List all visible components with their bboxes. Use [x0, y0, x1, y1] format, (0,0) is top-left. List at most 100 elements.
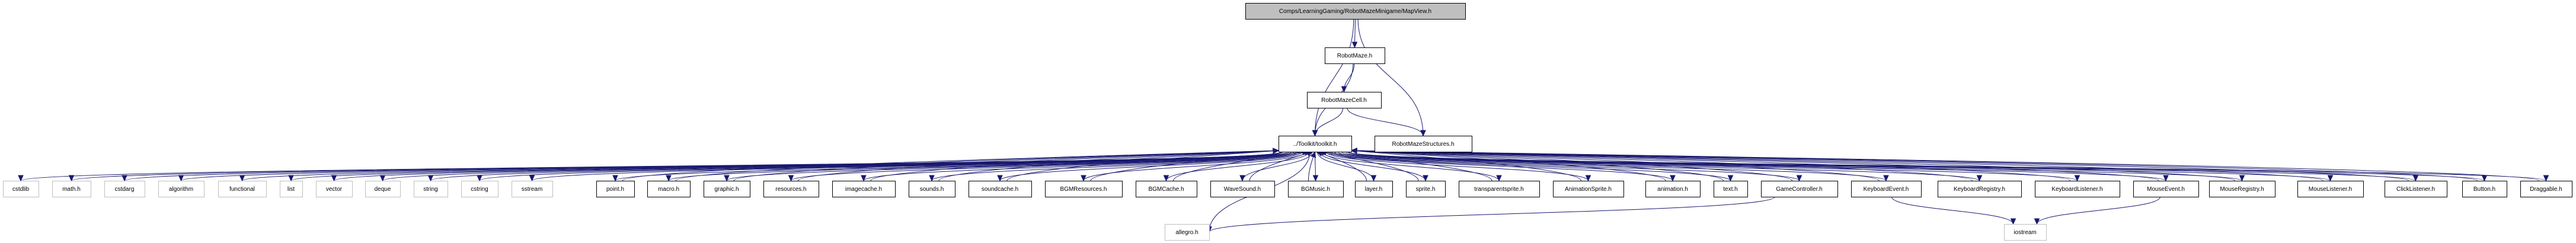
node-label: macro.h [658, 186, 679, 193]
node-structures[interactable]: RobotMazeStructures.h [1375, 136, 1472, 152]
node-box [2035, 181, 2120, 197]
node-sounds[interactable]: sounds.h [909, 181, 955, 197]
node-label: graphic.h [714, 186, 739, 193]
node-point[interactable]: point.h [596, 181, 635, 197]
edge-toolkit-to-soundcache [997, 151, 1303, 182]
arrowhead [1350, 148, 1357, 154]
node-label: MouseEvent.h [2147, 186, 2185, 193]
node-box [1245, 3, 1466, 20]
node-deque: deque [365, 181, 401, 197]
node-box [2004, 224, 2047, 241]
node-keyboardlistener[interactable]: KeyboardListener.h [2035, 181, 2120, 197]
edge-toolkit-to-layer [1316, 151, 1377, 182]
node-robotmaze[interactable]: RobotMaze.h [1325, 47, 1385, 64]
node-label: animation.h [1657, 186, 1688, 193]
node-mouselistener[interactable]: MouseListener.h [2297, 181, 2364, 197]
arrowhead [2163, 175, 2169, 182]
node-box [512, 181, 553, 197]
node-box [704, 181, 750, 197]
node-transparentsprite[interactable]: transparentsprite.h [1459, 181, 1540, 197]
node-bgmcache[interactable]: BGMCache.h [1136, 181, 1197, 197]
node-label: deque [375, 186, 391, 193]
arrowhead [288, 175, 294, 182]
node-functional: functional [218, 181, 267, 197]
node-resources[interactable]: resources.h [763, 181, 819, 197]
node-iostream: iostream [2004, 224, 2047, 241]
node-box [3, 181, 39, 197]
arrowhead [2239, 175, 2245, 182]
arrowhead [239, 175, 245, 182]
node-graphic[interactable]: graphic.h [704, 181, 750, 197]
node-label: list [287, 186, 295, 193]
node-animation[interactable]: animation.h [1645, 181, 1701, 197]
node-keyboardregistry[interactable]: KeyboardRegistry.h [1938, 181, 2022, 197]
node-label: sstream [522, 186, 543, 193]
node-sstream: sstream [512, 181, 553, 197]
edge-bgmusic-to-toolkit [1308, 151, 1316, 181]
node-box [1355, 181, 1393, 197]
node-label: sounds.h [920, 186, 944, 193]
node-mouseregistry[interactable]: MouseRegistry.h [2209, 181, 2275, 197]
node-label: BGMusic.h [1301, 186, 1330, 193]
node-label: cstdlib [12, 186, 30, 193]
node-robotmazecell[interactable]: RobotMazeCell.h [1307, 92, 1382, 108]
node-macro[interactable]: macro.h [647, 181, 691, 197]
node-box [1553, 181, 1624, 197]
arrowhead [2010, 218, 2016, 225]
node-allegro: allegro.h [1165, 224, 1210, 241]
edge-toolkit-to-clicklistener [1347, 151, 2419, 182]
node-imagecache[interactable]: imagecache.h [832, 181, 896, 197]
node-toolkit[interactable]: ../Toolkit/toolkit.h [1279, 136, 1352, 152]
edge-gamecontroller-to-allegro [1206, 196, 1775, 233]
node-algorithm: algorithm [158, 181, 204, 197]
node-layer[interactable]: layer.h [1355, 181, 1393, 197]
node-sprite[interactable]: sprite.h [1406, 181, 1446, 197]
node-cstdlib: cstdlib [3, 181, 39, 197]
arrowhead [1727, 175, 1734, 182]
node-animationsprite[interactable]: AnimationSprite.h [1553, 181, 1624, 197]
node-label: transparentsprite.h [1474, 186, 1523, 193]
node-label: KeyboardRegistry.h [1954, 186, 2005, 193]
node-draggable[interactable]: Draggable.h [2520, 181, 2572, 197]
node-label: BGMResources.h [1060, 186, 1107, 193]
arrowhead [2543, 175, 2549, 182]
node-root[interactable]: Comps/LearningGaming/RobotMazeMinigame/M… [1245, 3, 1466, 20]
node-box [1210, 181, 1275, 197]
node-mouseevent[interactable]: MouseEvent.h [2133, 181, 2199, 197]
arrowhead [477, 175, 482, 182]
node-wavesound[interactable]: WaveSound.h [1210, 181, 1275, 197]
node-box [1938, 181, 2022, 197]
edge-toolkit-to-animationsprite [1325, 151, 1591, 182]
arrowhead [2412, 175, 2419, 182]
node-label: Button.h [2473, 186, 2495, 193]
edge-robotmaze-to-robotmazecell [1341, 63, 1355, 93]
edge-toolkit-to-imagecache [861, 151, 1297, 182]
node-gamecontroller[interactable]: GameController.h [1761, 181, 1838, 197]
node-label: functional [229, 186, 255, 193]
node-box [1288, 181, 1344, 197]
node-keyboardevent[interactable]: KeyboardEvent.h [1851, 181, 1922, 197]
node-label: layer.h [1365, 186, 1382, 193]
node-box [316, 181, 353, 197]
node-label: RobotMazeCell.h [1321, 97, 1367, 104]
node-label: MouseListener.h [2309, 186, 2352, 193]
node-soundcache[interactable]: soundcache.h [969, 181, 1032, 197]
edge-robotmazecell-to-structures [1347, 107, 1426, 137]
node-vector: vector [316, 181, 353, 197]
edge-toolkit-to-sprite [1319, 151, 1428, 182]
node-clicklistener[interactable]: ClickListener.h [2385, 181, 2447, 197]
node-button[interactable]: Button.h [2462, 181, 2507, 197]
node-bgmusic[interactable]: BGMusic.h [1288, 181, 1344, 197]
node-box [1165, 224, 1210, 241]
edge-mouseevent-to-iostream [2034, 196, 2160, 225]
node-text[interactable]: text.h [1714, 181, 1748, 197]
node-label: sprite.h [1416, 186, 1436, 193]
edge-toolkit-to-sounds [929, 151, 1300, 182]
node-label: string [423, 186, 437, 193]
node-box [1307, 92, 1382, 108]
node-label: iostream [2014, 229, 2036, 236]
node-box [2385, 181, 2447, 197]
node-bgmresources[interactable]: BGMResources.h [1045, 181, 1123, 197]
node-label: KeyboardListener.h [2051, 186, 2102, 193]
